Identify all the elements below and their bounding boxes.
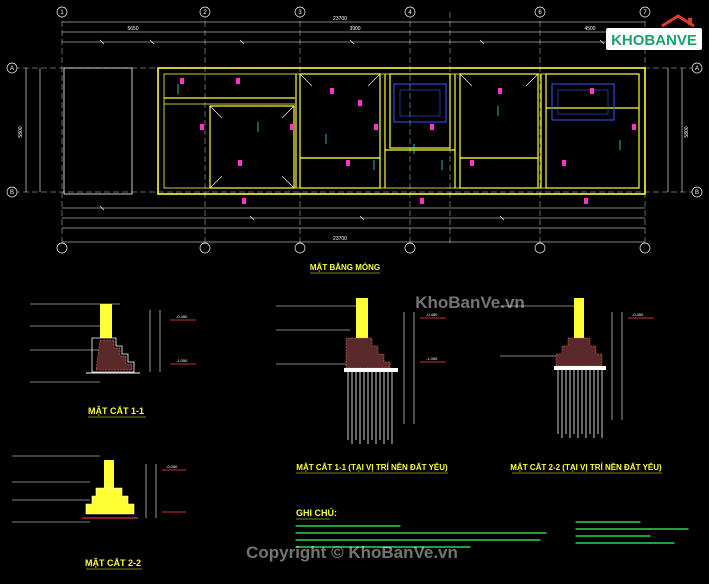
watermark-center: KhoBanVe.vn: [415, 293, 525, 312]
logo-text: KHOBANVE: [611, 32, 697, 49]
level-label: -1.050: [176, 358, 188, 363]
dim-right: 4500: [584, 26, 595, 32]
level-label: -1.050: [426, 356, 438, 361]
plan-title: MẶT BẰNG MÓNG: [310, 263, 380, 272]
khobanve-logo: KHOBANVE: [606, 14, 702, 52]
section-2-2: -0.050: [12, 455, 186, 523]
dim-left: 5650: [127, 26, 138, 32]
dim-overall-bottom: 23700: [333, 236, 347, 242]
bamboo-piles: [557, 370, 603, 438]
notes-title: GHI CHÚ:: [296, 507, 337, 518]
dimension-values: 23700 5650 3900 4500 23700 5800 5800: [18, 16, 690, 242]
dimension-ticks: [99, 39, 605, 221]
axis-label: B: [695, 190, 699, 196]
axis-bubbles: [6, 6, 703, 254]
house-roof-icon: KHOBANVE: [606, 14, 702, 50]
foundation-plan: [63, 67, 646, 195]
axis-label: A: [10, 66, 14, 72]
axis-label: 4: [408, 10, 412, 16]
axis-label: 7: [643, 10, 647, 16]
level-label: -0.450: [632, 312, 644, 317]
dim-overall: 23700: [333, 16, 347, 22]
notes-lines: [295, 521, 689, 548]
section-1-1-weak-soil: -0.450 -1.050: [276, 298, 446, 444]
level-label: -0.450: [176, 314, 188, 319]
section-2-2-weak-soil: -0.450: [500, 298, 654, 438]
axis-labels: 1 2 3 4 6 7 A B A B: [10, 10, 699, 196]
dim-height-left: 5800: [18, 126, 24, 137]
section-marks: [177, 84, 621, 170]
plan-dimensions: [25, 21, 683, 243]
watermark-footer: Copyright © KhoBanVe.vn: [246, 543, 458, 562]
dim-height-right: 5800: [684, 126, 690, 137]
axis-label: B: [10, 190, 14, 196]
axis-label: A: [695, 66, 699, 72]
section-1-1: -0.450 -1.050: [30, 303, 196, 383]
axis-label: 6: [538, 10, 542, 16]
column-markers: [180, 78, 636, 204]
section-2-2-title: MẶT CẮT 2-2: [85, 558, 141, 568]
level-label: -0.050: [166, 464, 178, 469]
axis-label: 3: [298, 10, 302, 16]
section-1-1-title: MẶT CẮT 1-1: [88, 406, 144, 416]
section-1-1-weak-title: MẶT CẮT 1-1 (TẠI VỊ TRÍ NỀN ĐẤT YẾU): [296, 462, 448, 472]
level-label: -0.450: [426, 312, 438, 317]
grid-axes: [14, 12, 695, 246]
bamboo-piles: [347, 372, 393, 444]
axis-label: 2: [203, 10, 207, 16]
section-2-2-weak-title: MẶT CẮT 2-2 (TẠI VỊ TRÍ NỀN ĐẤT YẾU): [510, 462, 662, 472]
axis-label: 1: [60, 10, 64, 16]
dim-mid: 3900: [349, 26, 360, 32]
